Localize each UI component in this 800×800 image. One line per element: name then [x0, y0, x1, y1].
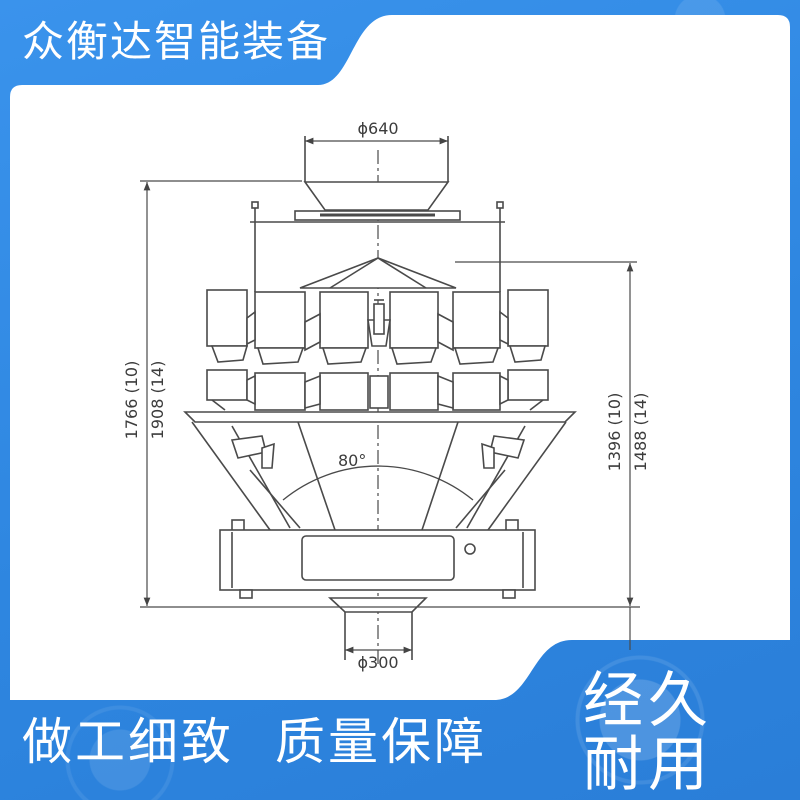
base-box [219, 519, 536, 599]
slogan-durable-line2: 耐用 [583, 730, 713, 800]
slogan-quality: 质量保障 [275, 713, 487, 771]
slogan-durable-line1: 经久 [583, 666, 713, 736]
slogan-workmanship: 做工细致 [22, 713, 234, 771]
top-hopper [294, 136, 461, 221]
upper-bucket-row [206, 289, 549, 365]
top-diameter-label: ϕ640 [357, 119, 398, 138]
side-height-14-label: 1488 (14) [631, 393, 650, 472]
weigher-drawing [140, 136, 640, 668]
outlet-diameter-label: ϕ300 [357, 653, 398, 672]
height-14-label: 1908 (14) [148, 361, 167, 440]
top-cone [299, 257, 457, 289]
angle-label: 80° [338, 451, 366, 470]
support-structure [191, 421, 567, 531]
lower-bucket-row [206, 369, 549, 411]
dimension-lines [140, 137, 640, 654]
dimension-labels: ϕ640 1766 (10) 1908 (14) 80° 1396 (10) 1… [122, 119, 650, 672]
support-frame [250, 201, 505, 292]
angle-arc [282, 465, 474, 501]
base-plate [183, 411, 577, 423]
height-10-label: 1766 (10) [122, 361, 141, 440]
side-height-10-label: 1396 (10) [605, 393, 624, 472]
brand-name: 众衡达智能装备 [22, 17, 331, 66]
